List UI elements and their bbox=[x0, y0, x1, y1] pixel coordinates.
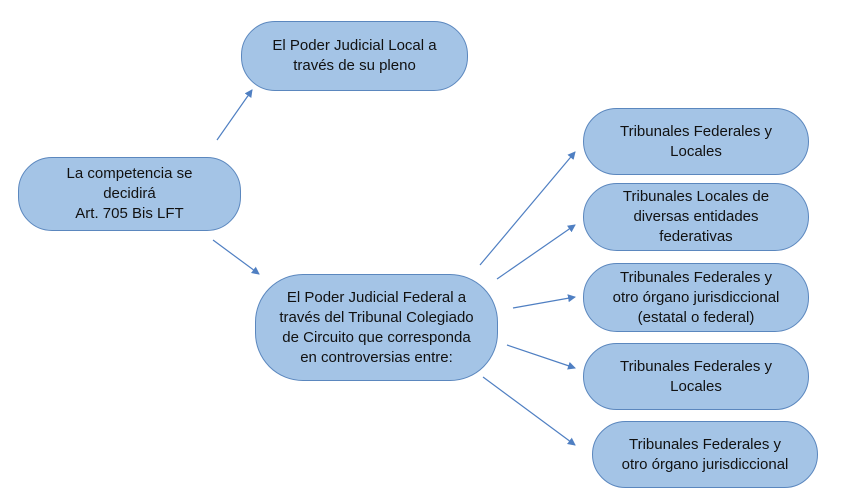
node-option-4-label: Tribunales Federales y Locales bbox=[619, 357, 772, 395]
arrow-federal-to-option1 bbox=[479, 151, 576, 266]
node-federal: El Poder Judicial Federal a través del T… bbox=[255, 274, 498, 381]
node-option-1-label: Tribunales Federales y Locales bbox=[619, 122, 772, 160]
node-option-4: Tribunales Federales y Locales bbox=[583, 343, 809, 410]
node-option-1: Tribunales Federales y Locales bbox=[583, 108, 809, 175]
node-option-5: Tribunales Federales y otro órgano juris… bbox=[592, 421, 818, 488]
node-option-3: Tribunales Federales y otro órgano juris… bbox=[583, 263, 809, 332]
node-option-2: Tribunales Locales de diversas entidades… bbox=[583, 183, 809, 251]
node-option-2-label: Tribunales Locales de diversas entidades… bbox=[622, 188, 770, 245]
node-local: El Poder Judicial Local a través de su p… bbox=[241, 21, 468, 91]
arrow-root-to-local bbox=[216, 89, 253, 141]
arrow-federal-to-option5 bbox=[482, 376, 576, 446]
arrow-federal-to-option3 bbox=[512, 294, 576, 309]
arrow-federal-to-option4 bbox=[506, 344, 576, 370]
node-root-label: La competencia se decidirá Art. 705 Bis … bbox=[66, 165, 193, 222]
arrow-root-to-federal bbox=[212, 239, 260, 275]
node-federal-label: El Poder Judicial Federal a través del T… bbox=[279, 288, 474, 366]
node-option-3-label: Tribunales Federales y otro órgano juris… bbox=[612, 268, 780, 326]
node-option-5-label: Tribunales Federales y otro órgano juris… bbox=[621, 435, 789, 473]
node-local-label: El Poder Judicial Local a través de su p… bbox=[272, 37, 437, 74]
node-root: La competencia se decidirá Art. 705 Bis … bbox=[18, 157, 241, 231]
arrow-federal-to-option2 bbox=[496, 224, 576, 280]
